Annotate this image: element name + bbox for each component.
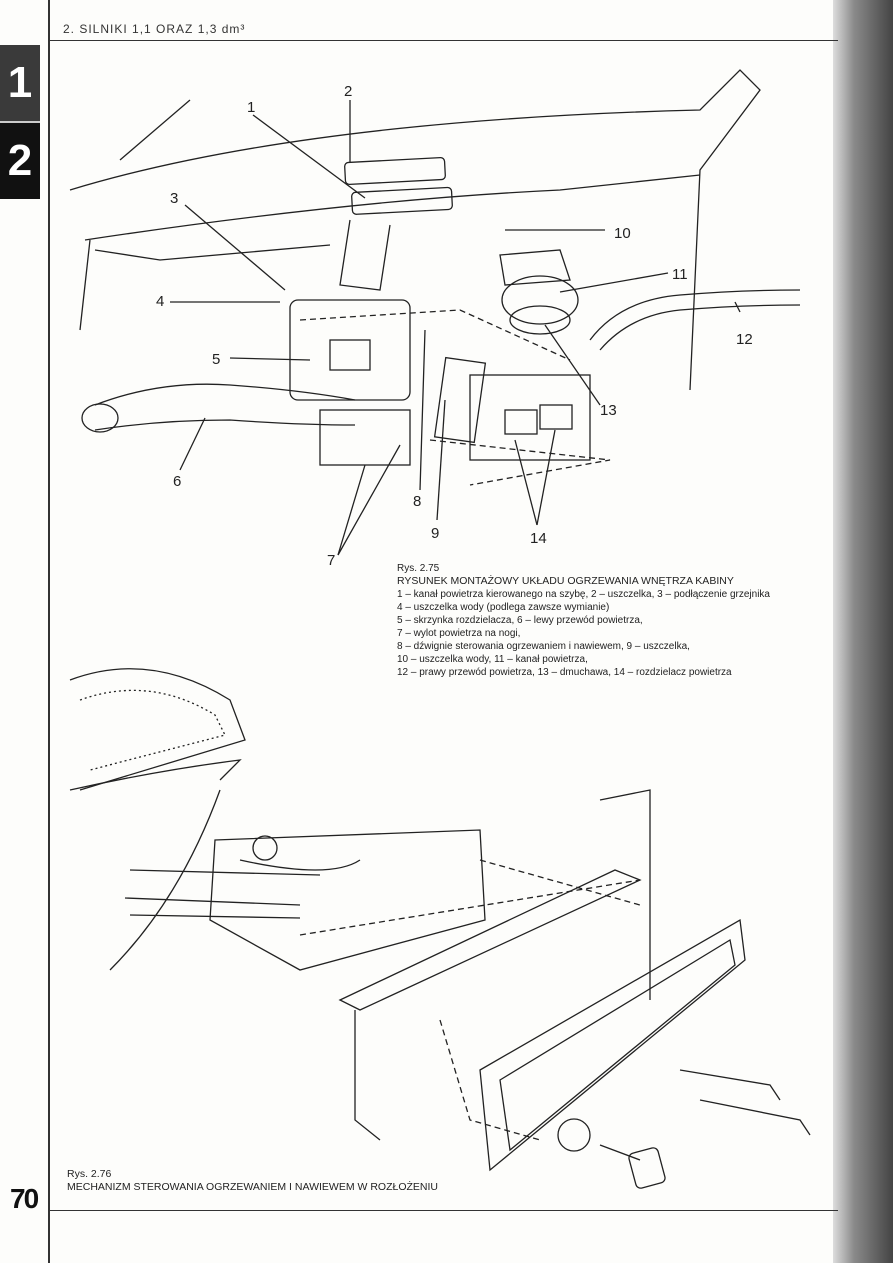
- figure-2-76-illustration: [69, 668, 811, 1189]
- legend-line: 5 – skrzynka rozdzielacza, 6 – lewy prze…: [397, 615, 643, 626]
- callout-13: 13: [600, 402, 617, 419]
- chapter-margin: [0, 0, 50, 1263]
- figure-2-75-title: RYSUNEK MONTAŻOWY UKŁADU OGRZEWANIA WNĘT…: [397, 575, 734, 587]
- legend-line: 8 – dźwignie sterowania ogrzewaniem i na…: [397, 641, 690, 652]
- figure-2-76-number: Rys. 2.76: [67, 1168, 112, 1180]
- callout-1: 1: [247, 99, 255, 116]
- footer-rule: [48, 1210, 838, 1211]
- callout-10: 10: [614, 225, 631, 242]
- callout-6: 6: [173, 473, 181, 490]
- binding-shadow: [833, 0, 893, 1263]
- chapter-tab-1: 1: [0, 45, 40, 123]
- callout-3: 3: [170, 190, 178, 207]
- callout-5: 5: [212, 351, 220, 368]
- figure-2-75-callouts: 1 2 3 4 5 6 7 8 9 10 11 12 13 14: [156, 83, 753, 569]
- callout-14: 14: [530, 530, 547, 547]
- callout-11: 11: [672, 266, 688, 283]
- legend-line: 4 – uszczelka wody (podlega zawsze wymia…: [397, 602, 610, 613]
- figure-2-75-caption: Rys. 2.75 RYSUNEK MONTAŻOWY UKŁADU OGRZE…: [397, 562, 827, 679]
- callout-12: 12: [736, 331, 753, 348]
- header-rule: [48, 40, 838, 41]
- legend-line: 12 – prawy przewód powietrza, 13 – dmuch…: [397, 667, 732, 678]
- callout-4: 4: [156, 293, 164, 310]
- legend-line: 7 – wylot powietrza na nogi,: [397, 628, 521, 639]
- callout-9: 9: [431, 525, 439, 542]
- legend-line: 10 – uszczelka wody, 11 – kanał powietrz…: [397, 654, 588, 665]
- callout-8: 8: [413, 493, 421, 510]
- page-number: 70: [10, 1183, 39, 1214]
- callout-7: 7: [327, 552, 335, 569]
- figure-2-75-number: Rys. 2.75: [397, 563, 440, 574]
- chapter-tab-2: 2: [0, 123, 40, 199]
- callout-2: 2: [344, 83, 352, 100]
- running-header: 2. SILNIKI 1,1 ORAZ 1,3 dm³: [63, 22, 246, 36]
- figure-2-76-caption: Rys. 2.76 MECHANIZM STEROWANIA OGRZEWANI…: [67, 1168, 667, 1194]
- figure-2-76-title: MECHANIZM STEROWANIA OGRZEWANIEM I NAWIE…: [67, 1181, 438, 1193]
- legend-line: 1 – kanał powietrza kierowanego na szybę…: [397, 589, 770, 600]
